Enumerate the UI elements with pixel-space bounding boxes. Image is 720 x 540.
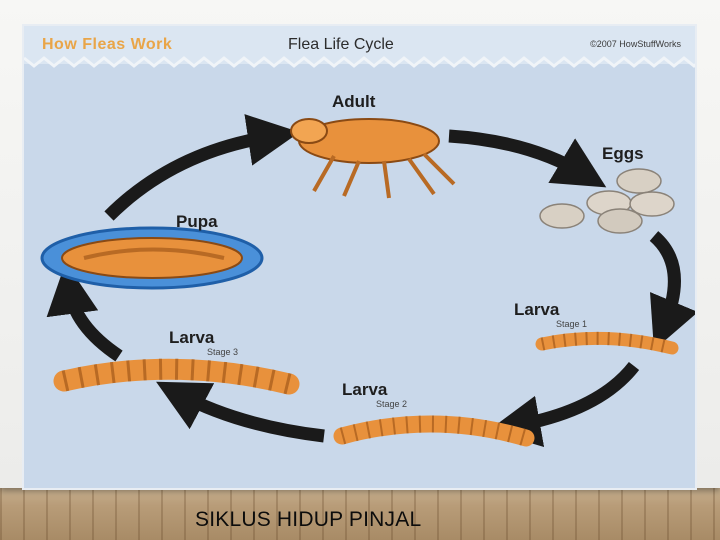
label-eggs: Eggs xyxy=(602,144,644,163)
life-cycle-diagram xyxy=(40,114,695,448)
arrow-adult-to-eggs xyxy=(448,129,607,188)
flea-life-cycle-figure: How Fleas Work Flea Life Cycle ©2007 How… xyxy=(22,24,697,490)
zigzag-border xyxy=(24,56,695,68)
arrow-larva3-to-pupa xyxy=(46,262,123,362)
banner-title: How Fleas Work xyxy=(42,36,173,53)
pupa-cocoon-illustration xyxy=(40,226,264,290)
arrow-eggs-to-larva1 xyxy=(649,231,695,351)
arrow-larva1-to-larva2 xyxy=(488,361,640,448)
slide-caption: SIKLUS HIDUP PINJAL xyxy=(195,508,422,531)
eggs-illustration xyxy=(539,168,675,234)
label-adult: Adult xyxy=(332,92,376,111)
copyright-text: ©2007 HowStuffWorks xyxy=(590,39,681,49)
label-larva-2: Larva xyxy=(342,380,388,399)
label-stage-3: Stage 3 xyxy=(207,347,239,357)
label-pupa: Pupa xyxy=(176,212,218,231)
larva-stage-2-illustration xyxy=(333,415,535,447)
adult-flea-illustration xyxy=(290,118,456,199)
arrow-pupa-to-adult xyxy=(104,114,300,221)
figure-banner: How Fleas Work Flea Life Cycle ©2007 How… xyxy=(24,26,695,68)
label-larva-1: Larva xyxy=(514,300,560,319)
arrow-larva2-to-larva3 xyxy=(156,381,325,443)
larva-stage-3-illustration xyxy=(53,358,300,395)
label-stage-1: Stage 1 xyxy=(556,319,588,329)
larva-stage-1-illustration xyxy=(535,331,679,355)
banner-subtitle: Flea Life Cycle xyxy=(288,36,394,53)
label-larva-3: Larva xyxy=(169,328,215,347)
label-stage-2: Stage 2 xyxy=(376,399,408,409)
